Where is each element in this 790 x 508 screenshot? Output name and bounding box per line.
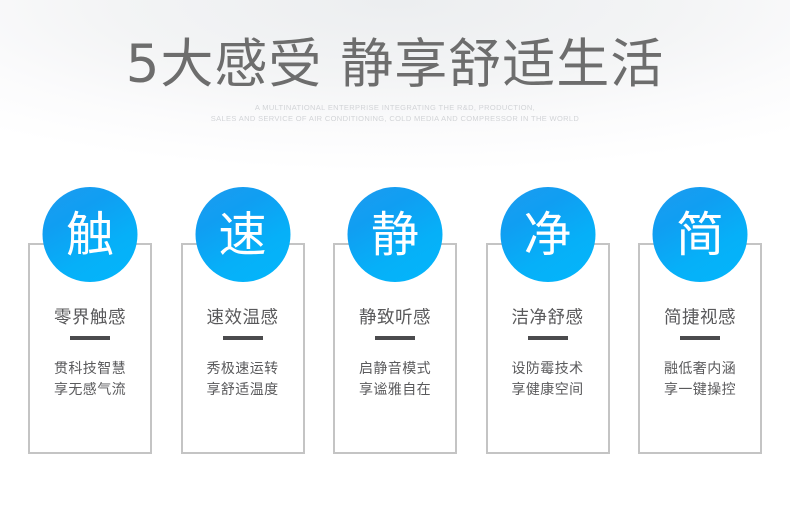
badge-char-1: 触 xyxy=(65,206,114,263)
page-header: 5大感受 静享舒适生活 A MULTINATIONAL ENTERPRISE I… xyxy=(0,0,790,124)
card-divider-4 xyxy=(527,336,568,340)
card-body-5: 融低奢内涵 享一键操控 xyxy=(664,359,736,401)
badge-char-5: 简 xyxy=(675,206,724,263)
card-body-1: 贯科技智慧 享无感气流 xyxy=(54,359,126,401)
card-title-3: 静致听感 xyxy=(359,308,431,328)
badge-char-2: 速 xyxy=(218,206,267,263)
badge-circle-icon-4: 净 xyxy=(500,187,595,282)
card-body-line-5-1: 融低奢内涵 xyxy=(664,361,736,377)
badge-circle-icon-5: 简 xyxy=(652,187,748,282)
card-body-line-1-2: 享无感气流 xyxy=(54,382,126,398)
card-title-5: 简捷视感 xyxy=(664,308,736,328)
card-body-line-1-1: 贯科技智慧 xyxy=(54,361,126,377)
card-divider-5 xyxy=(680,336,720,340)
feature-card-2[interactable]: 速 速效温感 秀极速运转 享舒适温度 xyxy=(180,187,305,454)
card-body-line-5-2: 享一键操控 xyxy=(664,382,736,398)
card-body-line-2-1: 秀极速运转 xyxy=(206,361,279,377)
badge-circle-icon-1: 触 xyxy=(42,187,138,282)
feature-card-row: 触 零界触感 贯科技智慧 享无感气流 速 速效温感 秀极速运转 享舒适温度 静 xyxy=(28,187,762,454)
page-title: 5大感受 静享舒适生活 xyxy=(125,34,665,95)
badge-circle-icon-2: 速 xyxy=(195,187,290,282)
badge-char-3: 静 xyxy=(370,206,419,263)
subtitle-block: A MULTINATIONAL ENTERPRISE INTEGRATING T… xyxy=(0,102,790,124)
card-title-4: 洁净舒感 xyxy=(511,308,584,328)
card-divider-3 xyxy=(375,336,415,340)
card-body-line-4-1: 设防霉技术 xyxy=(511,361,584,377)
subtitle-line-1: A MULTINATIONAL ENTERPRISE INTEGRATING T… xyxy=(254,103,536,112)
card-body-2: 秀极速运转 享舒适温度 xyxy=(207,359,279,401)
badge-circle-icon-3: 静 xyxy=(347,187,443,282)
card-body-line-3-2: 享谧雅自在 xyxy=(359,382,431,398)
card-body-3: 启静音模式 享谧雅自在 xyxy=(359,359,431,401)
feature-card-1[interactable]: 触 零界触感 贯科技智慧 享无感气流 xyxy=(28,187,152,454)
badge-char-4: 净 xyxy=(523,206,572,263)
card-divider-1 xyxy=(70,336,110,340)
card-body-4: 设防霉技术 享健康空间 xyxy=(512,359,584,401)
feature-card-5[interactable]: 简 简捷视感 融低奢内涵 享一键操控 xyxy=(638,187,762,454)
card-body-line-3-1: 启静音模式 xyxy=(359,361,431,377)
subtitle-line-2: SALES AND SERVICE OF AIR CONDITIONING, C… xyxy=(210,114,580,123)
feature-card-4[interactable]: 净 洁净舒感 设防霉技术 享健康空间 xyxy=(485,187,610,454)
card-title-2: 速效温感 xyxy=(206,308,279,328)
feature-card-3[interactable]: 静 静致听感 启静音模式 享谧雅自在 xyxy=(333,187,457,454)
card-body-line-2-2: 享舒适温度 xyxy=(206,382,279,398)
card-divider-2 xyxy=(222,336,263,340)
card-title-1: 零界触感 xyxy=(54,308,126,328)
card-body-line-4-2: 享健康空间 xyxy=(511,382,584,398)
